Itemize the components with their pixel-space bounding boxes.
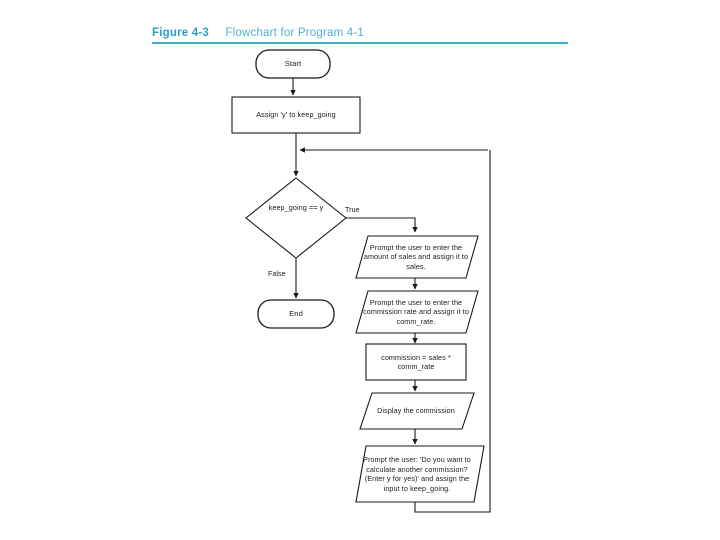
caption-divider — [152, 42, 568, 44]
figure-title: Flowchart for Program 4-1 — [225, 27, 364, 39]
shape-end — [257, 299, 335, 329]
shape-assign — [231, 96, 361, 134]
shape-input-sales — [355, 235, 479, 279]
edge-true-branch — [346, 217, 418, 233]
shape-input-comm-rate — [355, 290, 479, 334]
shape-start — [255, 49, 331, 79]
edge-label-false: False — [268, 269, 286, 278]
edge-loopback-path — [414, 150, 491, 513]
figure-number: Figure 4-3 — [152, 27, 209, 39]
shape-input-keep-going — [355, 445, 485, 503]
figure-caption: Figure 4-3 Flowchart for Program 4-1 — [152, 24, 572, 42]
edge-label-true: True — [345, 205, 360, 214]
shape-output-display — [359, 392, 475, 430]
shape-decision — [245, 177, 347, 259]
shape-process-commission — [365, 343, 467, 381]
